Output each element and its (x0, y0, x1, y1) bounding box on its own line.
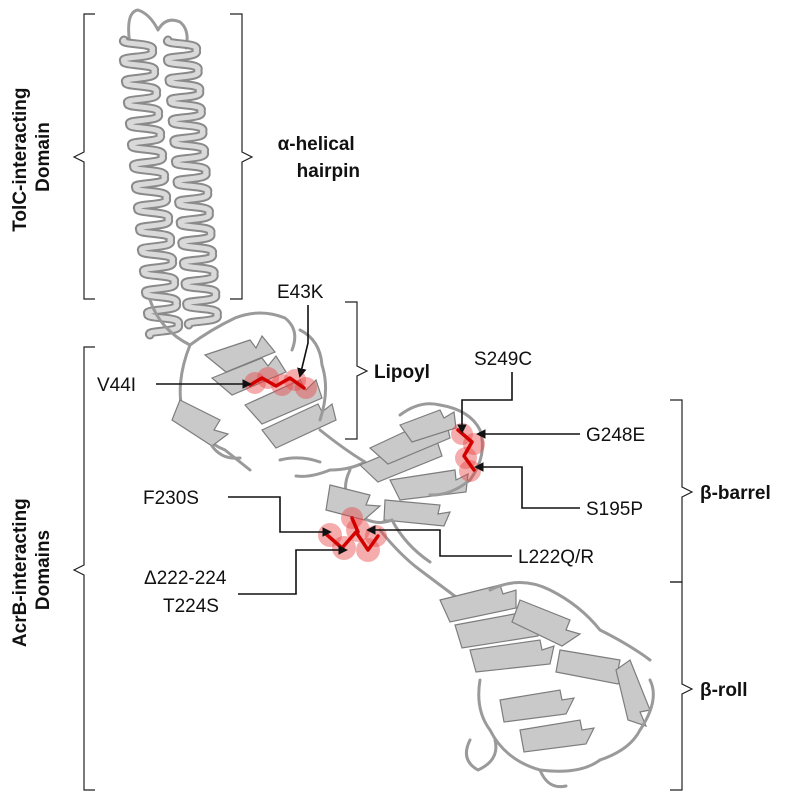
beta-barrel-structure (325, 402, 484, 527)
mutation-label-g248e: G248E (586, 425, 645, 446)
alpha-helical-hairpin-structure (119, 8, 222, 340)
s249c-leader (457, 372, 513, 434)
lipoyl-structure (148, 298, 337, 472)
mutation-label-f230s: F230S (143, 488, 199, 509)
s195p-leader (474, 462, 580, 509)
acrb-domain-label: AcrB-interacting Domains (10, 493, 54, 647)
beta-roll-bracket (670, 581, 694, 791)
l222qr-leader (366, 525, 512, 557)
lipoyl-bracket (345, 301, 369, 440)
mutation-label-del222-224: Δ222-224 (144, 568, 227, 589)
tolc-domain-label: TolC-interacting Domain (10, 82, 54, 232)
alpha-helical-hairpin-bracket (230, 13, 254, 300)
beta-roll-structure (439, 581, 655, 789)
e43k-leader (297, 305, 309, 378)
mutation-label-e43k: E43K (277, 282, 324, 303)
acrb-domain-bracket (72, 346, 95, 791)
del222-leader (238, 545, 348, 595)
mutation-label-s249c: S249C (474, 349, 532, 370)
mutation-label-s195p: S195P (586, 499, 643, 520)
protein-cartoon (119, 8, 655, 789)
mutation-label-t224s: T224S (163, 596, 219, 617)
mutation-label-v44i: V44I (97, 375, 136, 396)
lipoyl-mutation-cluster (244, 367, 317, 399)
mutation-label-l222qr: L222Q/R (518, 547, 594, 568)
f230s-leader (228, 496, 332, 537)
beta-barrel-label: β-barrel (700, 483, 771, 504)
tolc-domain-bracket (72, 13, 95, 300)
lipoyl-label: Lipoyl (374, 362, 430, 383)
central-mutation-cluster (318, 507, 387, 562)
beta-roll-label: β-roll (700, 680, 747, 701)
beta-barrel-bracket (670, 399, 694, 583)
alpha-helical-hairpin-label: α-helical hairpin (278, 134, 360, 182)
